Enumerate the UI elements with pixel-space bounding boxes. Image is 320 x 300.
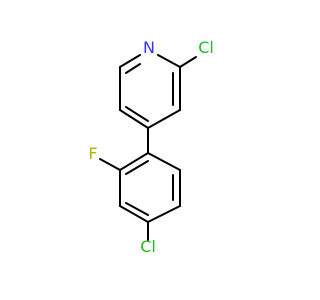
atom-nitrogen: N [143,38,155,57]
bond-p3-p4 [119,205,149,223]
molecule-structure: N Cl F Cl [88,38,214,256]
atom-chlorine-bottom: Cl [140,237,156,256]
bond-p1-p2 [119,152,149,171]
bond-c6-n [119,54,141,68]
bond-c2-cl [179,56,197,68]
bond-c6-n-inner [125,63,141,74]
bond-n-c2 [157,54,181,68]
structure-canvas: N Cl F Cl [88,38,214,256]
bond-p2-f [99,158,121,171]
bond-c4-c5-inner [125,106,149,122]
bond-p4-p5 [147,205,181,223]
bond-c3-c4 [147,109,181,129]
atom-chlorine-top: Cl [198,38,214,57]
bond-c4-c5 [119,109,149,129]
bond-p1-p2-inner [125,160,149,175]
bond-p3-p4-inner [125,202,149,216]
bond-p6-p1 [147,152,181,171]
atom-fluorine: F [88,144,97,163]
